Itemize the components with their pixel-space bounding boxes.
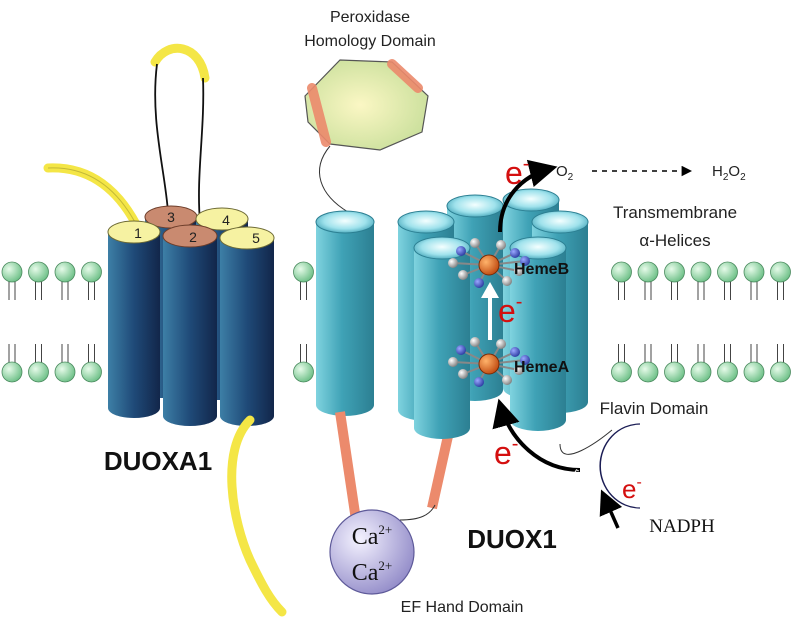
lipid-head bbox=[637, 261, 659, 283]
lipid-head bbox=[611, 261, 632, 283]
transmembrane-label-line1: Transmembrane bbox=[613, 203, 737, 222]
heme-a bbox=[448, 337, 530, 387]
duoxa1-helix-2-top bbox=[162, 224, 218, 248]
flavin-domain: Flavin Domain FAD e- NADPH bbox=[559, 399, 715, 537]
lipid-head bbox=[54, 261, 76, 283]
lipid-head bbox=[717, 261, 738, 283]
lipid-head bbox=[293, 261, 314, 283]
duoxa1-title: DUOXA1 bbox=[104, 446, 212, 476]
duoxa1-c-terminal-tail bbox=[227, 415, 287, 617]
ef-hand-region: Ca2+ Ca2+ EF Hand Domain bbox=[315, 210, 524, 616]
lipid-bilayer bbox=[1, 261, 791, 383]
helix-number-2: 2 bbox=[189, 229, 197, 245]
heme-a-iron bbox=[478, 353, 500, 375]
electron-middle: e- bbox=[498, 291, 522, 329]
ca-ion-2: Ca2+ bbox=[352, 558, 393, 586]
lipid-head bbox=[664, 261, 685, 283]
lipid-head bbox=[717, 361, 738, 383]
heme-b-iron bbox=[478, 254, 500, 276]
duoxa1-helix-4-top bbox=[195, 207, 249, 231]
lipid-head bbox=[81, 361, 102, 383]
heme-b-label: HemeB bbox=[514, 261, 569, 278]
duoxa1-n-terminal-tail bbox=[43, 163, 145, 237]
electron-lower: e- bbox=[494, 433, 518, 471]
lipid-head bbox=[743, 261, 765, 283]
lipid-head bbox=[293, 361, 314, 383]
helix-number-1: 1 bbox=[134, 225, 142, 241]
heme-a-label: HemeA bbox=[514, 359, 570, 376]
electron-path bbox=[481, 159, 693, 529]
duoxa1-helices: 3 4 1 2 5 bbox=[107, 205, 275, 426]
electron-flavin: e- bbox=[622, 474, 642, 504]
peroxidase-label-line1: Peroxidase bbox=[330, 9, 410, 26]
heme-b bbox=[448, 238, 530, 288]
lipid-head bbox=[81, 261, 102, 283]
duoxa1-loops bbox=[43, 43, 210, 237]
transmembrane-label-line2: α-Helices bbox=[639, 231, 710, 250]
fad-crescent bbox=[599, 423, 641, 509]
heme-groups bbox=[448, 238, 530, 387]
lipid-head bbox=[664, 361, 685, 383]
ca-ion-1: Ca2+ bbox=[352, 522, 393, 550]
lipid-head bbox=[690, 361, 712, 383]
peroxidase-homology-domain: Peroxidase Homology Domain bbox=[304, 9, 436, 213]
ca-binding-sphere bbox=[329, 509, 415, 595]
electron-top: e- bbox=[505, 153, 529, 191]
peroxidase-label-line2: Homology Domain bbox=[304, 33, 436, 50]
lipid-head bbox=[28, 261, 49, 283]
duox1-title: DUOX1 bbox=[467, 524, 557, 554]
helix-number-5: 5 bbox=[252, 230, 260, 246]
lipid-head bbox=[770, 361, 791, 383]
ef-hand-label: EF Hand Domain bbox=[401, 599, 524, 616]
lipid-head bbox=[1, 261, 23, 283]
lipid-head bbox=[611, 361, 632, 383]
lipid-head bbox=[54, 361, 76, 383]
helix-number-3: 3 bbox=[167, 209, 175, 225]
lipid-head bbox=[637, 361, 659, 383]
ef-helix-top bbox=[315, 210, 375, 234]
lipid-head bbox=[770, 261, 791, 283]
lipid-head bbox=[743, 361, 765, 383]
lipid-head bbox=[28, 361, 49, 383]
flavin-domain-label: Flavin Domain bbox=[600, 399, 709, 418]
oxygen-label: O2 bbox=[556, 163, 574, 183]
helix-number-4: 4 bbox=[222, 212, 230, 228]
duox1-transmembrane-helices bbox=[397, 188, 589, 439]
duoxa1-helix-5-top bbox=[219, 226, 275, 250]
duoxa1-extracellular-loop bbox=[150, 43, 210, 83]
hydrogen-peroxide-label: H2O2 bbox=[712, 163, 746, 183]
lipid-head bbox=[1, 361, 23, 383]
nadph-label: NADPH bbox=[649, 516, 715, 537]
duoxa1-helix-1-top bbox=[107, 220, 161, 244]
lipid-head bbox=[690, 261, 712, 283]
